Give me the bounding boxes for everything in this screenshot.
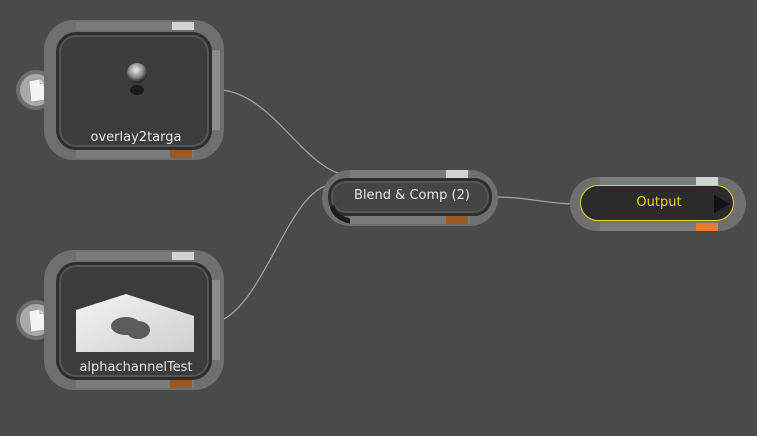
bottom-strip — [350, 216, 470, 224]
right-side-bar — [212, 280, 220, 360]
node-blend-comp[interactable]: Blend & Comp (2) — [322, 168, 500, 228]
right-side-bar — [212, 50, 220, 130]
output-tab[interactable] — [170, 380, 192, 388]
output-tab[interactable] — [696, 223, 718, 231]
top-tab[interactable] — [446, 170, 468, 178]
wire-overlay2targa-to-blend[interactable] — [221, 89, 339, 174]
node-label: overlay2targa — [90, 130, 182, 145]
thumbnail-sphere — [127, 63, 147, 95]
top-tab[interactable] — [172, 252, 194, 260]
output-tab[interactable] — [446, 216, 468, 224]
top-strip — [350, 170, 470, 178]
top-tab[interactable] — [696, 177, 718, 185]
node-output[interactable]: Output — [570, 175, 750, 235]
node-label: alphachannelTest — [79, 360, 193, 375]
bottom-strip — [76, 150, 194, 158]
play-triangle-icon[interactable] — [713, 194, 731, 214]
top-strip — [76, 252, 194, 260]
node-overlay2targa[interactable]: overlay2targa — [16, 20, 228, 160]
node-label: Output — [636, 195, 682, 210]
top-strip — [76, 22, 194, 30]
wire-alphachannelTest-to-blend[interactable] — [221, 184, 331, 321]
output-tab[interactable] — [170, 150, 192, 158]
output-pill — [580, 185, 734, 221]
top-strip — [600, 177, 718, 185]
node-alphachannelTest[interactable]: alphachannelTest — [16, 250, 228, 390]
bottom-strip — [76, 380, 194, 388]
bottom-strip — [600, 223, 718, 231]
node-label: Blend & Comp (2) — [354, 188, 470, 203]
node-pill — [328, 178, 492, 216]
wire-blend-to-output[interactable] — [493, 196, 581, 205]
thumbnail-plane — [76, 294, 194, 352]
top-tab[interactable] — [172, 22, 194, 30]
